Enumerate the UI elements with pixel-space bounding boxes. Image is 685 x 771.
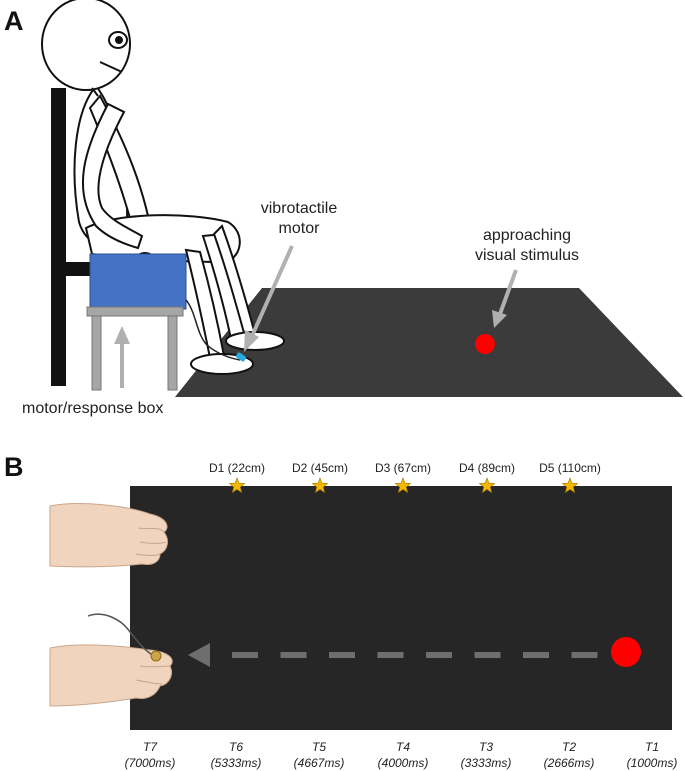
distance-markers [228,477,579,494]
approach-trajectory [188,643,598,667]
distance-label-d4: D4 (89cm) [458,461,516,475]
time-value: (3333ms) [460,756,512,770]
callout-arrows [114,245,518,388]
trajectory-dash [474,652,501,658]
time-value: (4000ms) [377,756,429,770]
approaching-stimulus [475,334,495,354]
time-label-t5: T5 (4667ms) [294,739,345,771]
time-value: (2666ms) [543,756,595,770]
panel-a-illustration [41,0,683,397]
time-name: T7 [142,740,157,754]
trajectory-dash [426,652,452,658]
time-label-t4: T4 (4000ms) [378,739,429,771]
time-label-t2: T2 (2666ms) [544,739,595,771]
approaching-label-line2: visual stimulus [474,247,580,264]
trajectory-dash [280,652,307,658]
trajectory-dash [571,652,598,658]
foot-motor-cable [87,613,155,657]
motor-response-box-label: motor/response box [22,400,164,417]
distance-star-d2 [311,477,329,494]
trajectory-dash [377,652,404,658]
time-name: T1 [644,740,659,754]
time-value: (1000ms) [626,756,678,770]
distance-label-d5: D5 (110cm) [539,461,601,475]
distance-label-d2: D2 (45cm) [291,461,349,475]
vibrotactile-label-line2: motor [278,220,320,237]
chair [51,88,96,386]
foot-motor [150,650,162,662]
vibrotactile-label-line1: vibrotactile [260,200,338,217]
time-name: T6 [228,740,243,754]
lower-foot [49,613,173,707]
time-value: (5333ms) [210,756,262,770]
trajectory-arrowhead [188,643,210,667]
trajectory-dash [232,652,258,658]
face [99,31,128,73]
distance-star-d1 [228,477,246,494]
time-value: (4667ms) [293,756,345,770]
floor-surface [175,288,683,397]
time-label-t6: T6 (5333ms) [211,739,262,771]
trajectory-dash [329,652,355,658]
trajectory-dash [523,652,549,658]
time-value: (7000ms) [124,756,176,770]
panel-b-board [130,486,672,730]
time-label-t7: T7 (7000ms) [125,739,176,771]
time-name: T5 [311,740,326,754]
vibrotactile-motor-label: vibrotactile motor [244,199,354,239]
distance-label-d1: D1 (22cm) [208,461,266,475]
time-name: T2 [561,740,576,754]
vibrotactile-motor [235,352,247,362]
upper-foot [49,503,168,568]
motor-cable [185,299,241,361]
time-label-t3: T3 (3333ms) [461,739,512,771]
distance-label-d3: D3 (67cm) [374,461,432,475]
panel-b-illustration [49,477,672,730]
panel-a-letter: A [4,6,24,36]
distance-star-d4 [478,477,496,494]
seated-person [41,0,285,375]
approaching-label-line1: approaching [482,227,572,244]
motor-response-box [86,253,187,391]
approaching-stimulus-label: approaching visual stimulus [452,226,602,266]
stimulus-start [611,637,641,667]
time-name: T3 [478,740,493,754]
distance-star-d3 [394,477,412,494]
time-name: T4 [395,740,410,754]
panel-b-letter: B [4,452,24,482]
distance-star-d5 [561,477,579,494]
time-label-t1: T1 (1000ms) [627,739,678,771]
